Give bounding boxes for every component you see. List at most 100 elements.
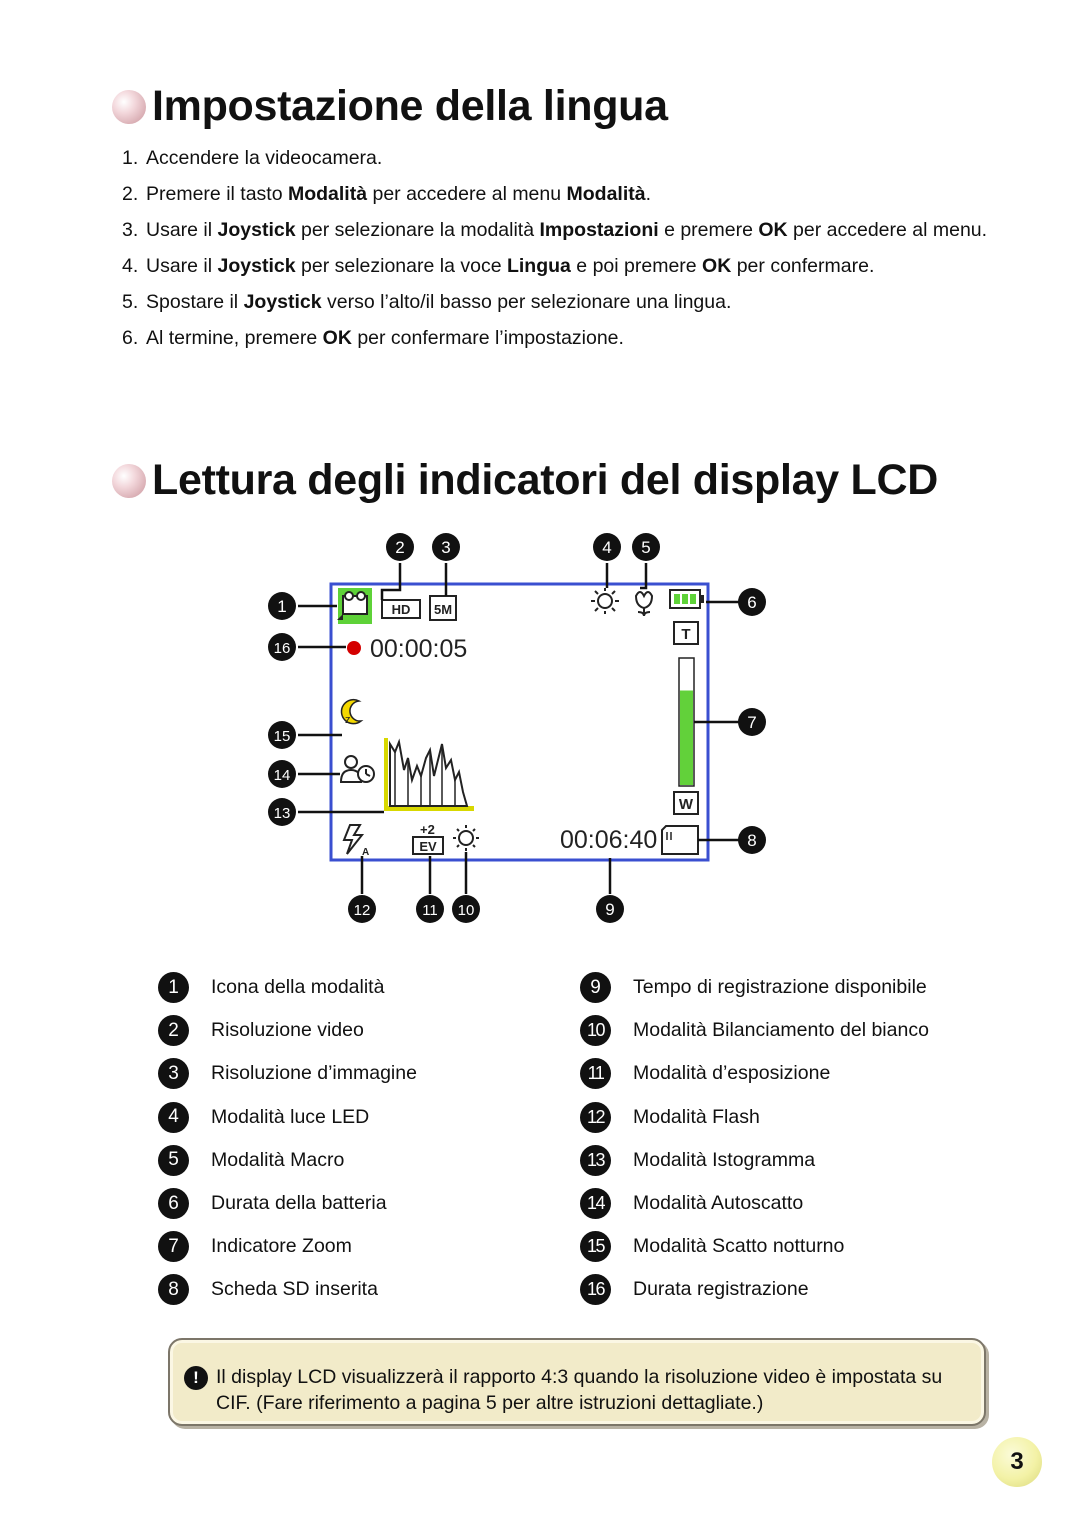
step-text: Al termine, premere [146, 327, 323, 349]
callout-number: 3 [441, 538, 450, 557]
legend-number-badge: 3 [158, 1058, 189, 1090]
section-heading-language: Impostazione della lingua [112, 82, 668, 131]
callout-marker-1: 1 [268, 592, 296, 620]
callout-marker-8: 8 [738, 826, 766, 854]
step-text: Accendere la videocamera. [146, 147, 383, 169]
step-text: e poi premere [570, 255, 703, 277]
heading-title: Lettura degli indicatori del display LCD [152, 456, 938, 504]
legend-label: Tempo di registrazione disponibile [633, 976, 927, 999]
callout-marker-13: 13 [268, 798, 296, 826]
legend-label: Scheda SD inserita [211, 1278, 378, 1301]
legend-label: Durata della batteria [211, 1192, 387, 1215]
legend-label: Modalità Flash [633, 1105, 760, 1128]
legend-label: Icona della modalità [211, 976, 385, 999]
video-resolution-text: HD [392, 602, 411, 617]
legend-number-badge: 16 [580, 1274, 611, 1306]
callout-marker-9: 9 [596, 895, 624, 923]
legend-label: Risoluzione video [211, 1019, 364, 1042]
step-text: verso l’alto/il basso per selezionare un… [321, 291, 732, 313]
callout-marker-10: 10 [452, 895, 480, 923]
self-timer-icon [339, 755, 375, 783]
note-box: ! Il display LCD visualizzerà il rapport… [168, 1338, 986, 1426]
legend-number-badge: 11 [580, 1058, 611, 1090]
step-text: . [645, 183, 652, 205]
step-item: 2.Premere il tasto Modalità per accedere… [122, 181, 1012, 207]
callout-number: 13 [274, 805, 291, 822]
callout-number: 4 [602, 538, 611, 557]
step-text: per selezionare la modalità [295, 219, 540, 241]
exposure-value-text: +2 [420, 822, 435, 837]
heading-title: Impostazione della lingua [152, 82, 668, 130]
step-item: 5.Spostare il Joystick verso l’alto/il b… [122, 289, 1012, 315]
video-mode-icon [337, 588, 372, 624]
callout-marker-2: 2 [386, 533, 414, 561]
step-item: 3.Usare il Joystick per selezionare la m… [122, 217, 1012, 243]
legend-number-badge: 8 [158, 1274, 189, 1306]
callout-number: 6 [747, 593, 756, 612]
heading-bullet-icon [112, 89, 146, 124]
step-keyword: Joystick [243, 291, 322, 313]
legend-label: Modalità Scatto notturno [633, 1235, 845, 1258]
callout-marker-14: 14 [268, 760, 296, 788]
legend-number-badge: 15 [580, 1231, 611, 1263]
step-text: e premere [658, 219, 759, 241]
callout-number: 15 [274, 728, 291, 745]
step-item: 4. Usare il Joystick per selezionare la v… [122, 253, 1012, 279]
section-heading-lcd: Lettura degli indicatori del display LCD [112, 456, 938, 505]
remaining-time-text: 00:06:40 [560, 826, 657, 854]
step-number: 2. [122, 183, 139, 205]
svg-text:A: A [362, 847, 369, 858]
step-item: 6.Al termine, premere OK per confermare … [122, 325, 1012, 351]
zoom-wide-label: W [679, 796, 694, 813]
step-text: per confermare l’impostazione. [351, 327, 624, 349]
note-text: Il display LCD visualizzerà il rapporto … [216, 1366, 943, 1414]
legend-label: Modalità Autoscatto [633, 1192, 804, 1215]
legend-number-badge: 6 [158, 1188, 189, 1220]
legend-item: 6 Durata della batteria [158, 1182, 578, 1225]
step-text: Usare il [146, 255, 218, 277]
image-resolution-text: 5M [434, 602, 452, 617]
callout-number: 14 [274, 767, 291, 784]
battery-icon [669, 589, 704, 609]
step-text: per accedere al menu [367, 183, 567, 205]
callout-number: 10 [458, 902, 475, 919]
lcd-diagram: HD 5M [262, 530, 782, 930]
legend-number-badge: 5 [158, 1144, 189, 1176]
step-number: 5. [122, 291, 139, 313]
legend-number-badge: 13 [580, 1144, 611, 1176]
legend-item: 15 Modalità Scatto notturno [580, 1225, 1000, 1268]
callout-number: 2 [395, 538, 404, 557]
callout-number: 5 [641, 538, 650, 557]
step-text: per confermare. [731, 255, 875, 277]
step-keyword: OK [758, 219, 788, 241]
legend-number-badge: 7 [158, 1231, 189, 1263]
step-text: Usare il [146, 219, 218, 241]
legend-number-badge: 9 [580, 972, 611, 1004]
legend-item: 8 Scheda SD inserita [158, 1268, 578, 1311]
step-number: 3. [122, 219, 139, 241]
record-duration-text: 00:00:05 [370, 635, 467, 663]
legend-number-badge: 1 [158, 972, 189, 1004]
step-keyword: OK [322, 327, 352, 349]
callout-marker-12: 12 [348, 895, 376, 923]
zoom-wide-icon: W [673, 791, 699, 815]
step-keyword: Joystick [217, 255, 296, 277]
step-number: 4. [122, 255, 139, 277]
step-keyword: Impostazioni [539, 219, 659, 241]
callout-number: 7 [747, 713, 756, 732]
heading-bullet-icon [112, 463, 146, 498]
callout-marker-4: 4 [593, 533, 621, 561]
callout-number: 16 [274, 640, 291, 657]
language-steps-list: 1.Accendere la videocamera. 2.Premere il … [122, 145, 1012, 361]
exposure-icon: +2 EV [412, 822, 444, 855]
lcd-screen-frame [329, 582, 710, 862]
step-text: per selezionare la voce [295, 255, 507, 277]
svg-text:z: z [345, 714, 351, 726]
step-item: 1.Accendere la videocamera. [122, 145, 1012, 171]
